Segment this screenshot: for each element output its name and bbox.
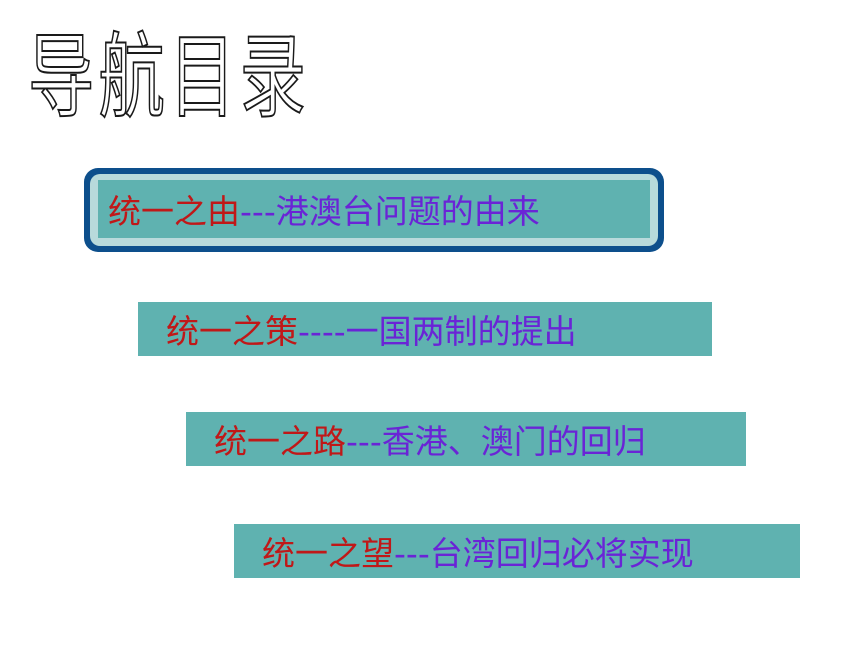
nav-item-1[interactable]: 统一之由---港澳台问题的由来 bbox=[84, 168, 664, 252]
nav-item-face: 统一之由---港澳台问题的由来 bbox=[98, 180, 650, 238]
nav-item-2[interactable]: 统一之策----一国两制的提出 bbox=[138, 302, 712, 356]
nav-item-lead: 统一之策 bbox=[166, 312, 298, 351]
nav-item-rest: ---港澳台问题的由来 bbox=[240, 192, 540, 231]
nav-item-lead: 统一之路 bbox=[214, 422, 346, 461]
nav-item-lead: 统一之望 bbox=[262, 534, 394, 573]
nav-item-4[interactable]: 统一之望---台湾回归必将实现 bbox=[234, 524, 800, 578]
page-title: 导航目录 bbox=[27, 23, 311, 132]
nav-item-rest: ---香港、澳门的回归 bbox=[346, 422, 646, 461]
nav-item-lead: 统一之由 bbox=[108, 192, 240, 231]
nav-item-rest: ----一国两制的提出 bbox=[298, 312, 577, 351]
nav-item-rest: ---台湾回归必将实现 bbox=[394, 534, 694, 573]
nav-item-3[interactable]: 统一之路---香港、澳门的回归 bbox=[186, 412, 746, 466]
